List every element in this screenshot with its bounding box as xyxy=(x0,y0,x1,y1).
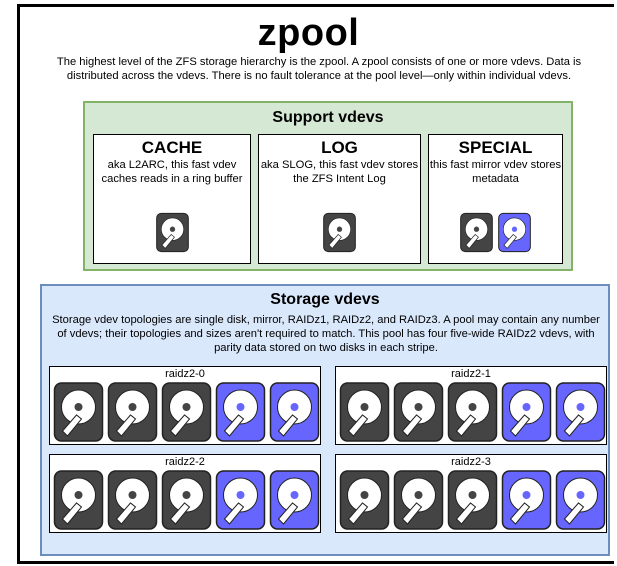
storage-vdevs-description: Storage vdev topologies are single disk,… xyxy=(52,314,600,354)
vdev-description: aka SLOG, this fast vdev stores the ZFS … xyxy=(260,159,419,185)
raidz2-vdev: raidz2-0 xyxy=(49,366,321,445)
vdev-description: aka L2ARC, this fast vdev caches reads i… xyxy=(101,159,243,185)
raidz2-disks xyxy=(339,470,606,530)
data-disk-icon xyxy=(447,470,498,530)
data-disk-icon xyxy=(107,470,158,530)
data-disk-icon xyxy=(447,382,498,442)
data-disk-icon xyxy=(393,470,444,530)
intro-text: The highest level of the ZFS storage hie… xyxy=(56,56,582,82)
data-disk-icon xyxy=(339,382,390,442)
vdev-name: SPECIAL xyxy=(458,138,533,157)
parity-disk-icon xyxy=(501,382,552,442)
parity-disk-icon xyxy=(269,382,320,442)
raidz2-vdev: raidz2-1 xyxy=(335,366,607,445)
data-disk-icon xyxy=(339,470,390,530)
raidz2-disks xyxy=(53,470,320,530)
raidz2-disks xyxy=(53,382,320,442)
data-disk-icon xyxy=(323,212,356,253)
data-disk-icon xyxy=(53,382,104,442)
support-vdevs-group: Support vdevs CACHE aka L2ARC, this fast… xyxy=(83,101,573,271)
raidz2-label: raidz2-1 xyxy=(451,368,491,380)
storage-vdevs-title: Storage vdevs xyxy=(270,291,380,308)
parity-disk-icon xyxy=(215,382,266,442)
data-disk-icon xyxy=(107,382,158,442)
vdev-name: LOG xyxy=(321,138,358,157)
data-disk-icon xyxy=(460,212,493,253)
vdev-name: CACHE xyxy=(141,138,203,157)
data-disk-icon xyxy=(393,382,444,442)
disk-row xyxy=(94,210,250,255)
parity-disk-icon xyxy=(501,470,552,530)
cache-vdev: CACHE aka L2ARC, this fast vdev caches r… xyxy=(93,134,251,264)
data-disk-icon xyxy=(53,470,104,530)
disk-row xyxy=(429,210,562,255)
raidz2-disks xyxy=(339,382,606,442)
parity-disk-icon xyxy=(555,382,606,442)
page-title: zpool xyxy=(257,12,360,54)
special-vdev: SPECIAL this fast mirror vdev stores met… xyxy=(428,134,563,264)
data-disk-icon xyxy=(161,470,212,530)
parity-disk-icon xyxy=(555,470,606,530)
data-disk-icon xyxy=(155,212,189,253)
parity-disk-icon xyxy=(269,470,320,530)
raidz2-label: raidz2-0 xyxy=(165,368,205,380)
storage-vdevs-group: Storage vdevs Storage vdev topologies ar… xyxy=(40,284,610,556)
disk-row xyxy=(259,210,420,255)
support-vdevs-title: Support vdevs xyxy=(272,109,384,126)
data-disk-icon xyxy=(161,382,212,442)
log-vdev: LOG aka SLOG, this fast vdev stores the … xyxy=(258,134,421,264)
raidz2-vdev: raidz2-2 xyxy=(49,454,321,533)
parity-disk-icon xyxy=(498,212,531,253)
raidz2-label: raidz2-3 xyxy=(451,456,491,468)
vdev-description: this fast mirror vdev stores metadata xyxy=(429,159,562,185)
parity-disk-icon xyxy=(215,470,266,530)
raidz2-vdev: raidz2-3 xyxy=(335,454,607,533)
raidz2-label: raidz2-2 xyxy=(165,456,205,468)
